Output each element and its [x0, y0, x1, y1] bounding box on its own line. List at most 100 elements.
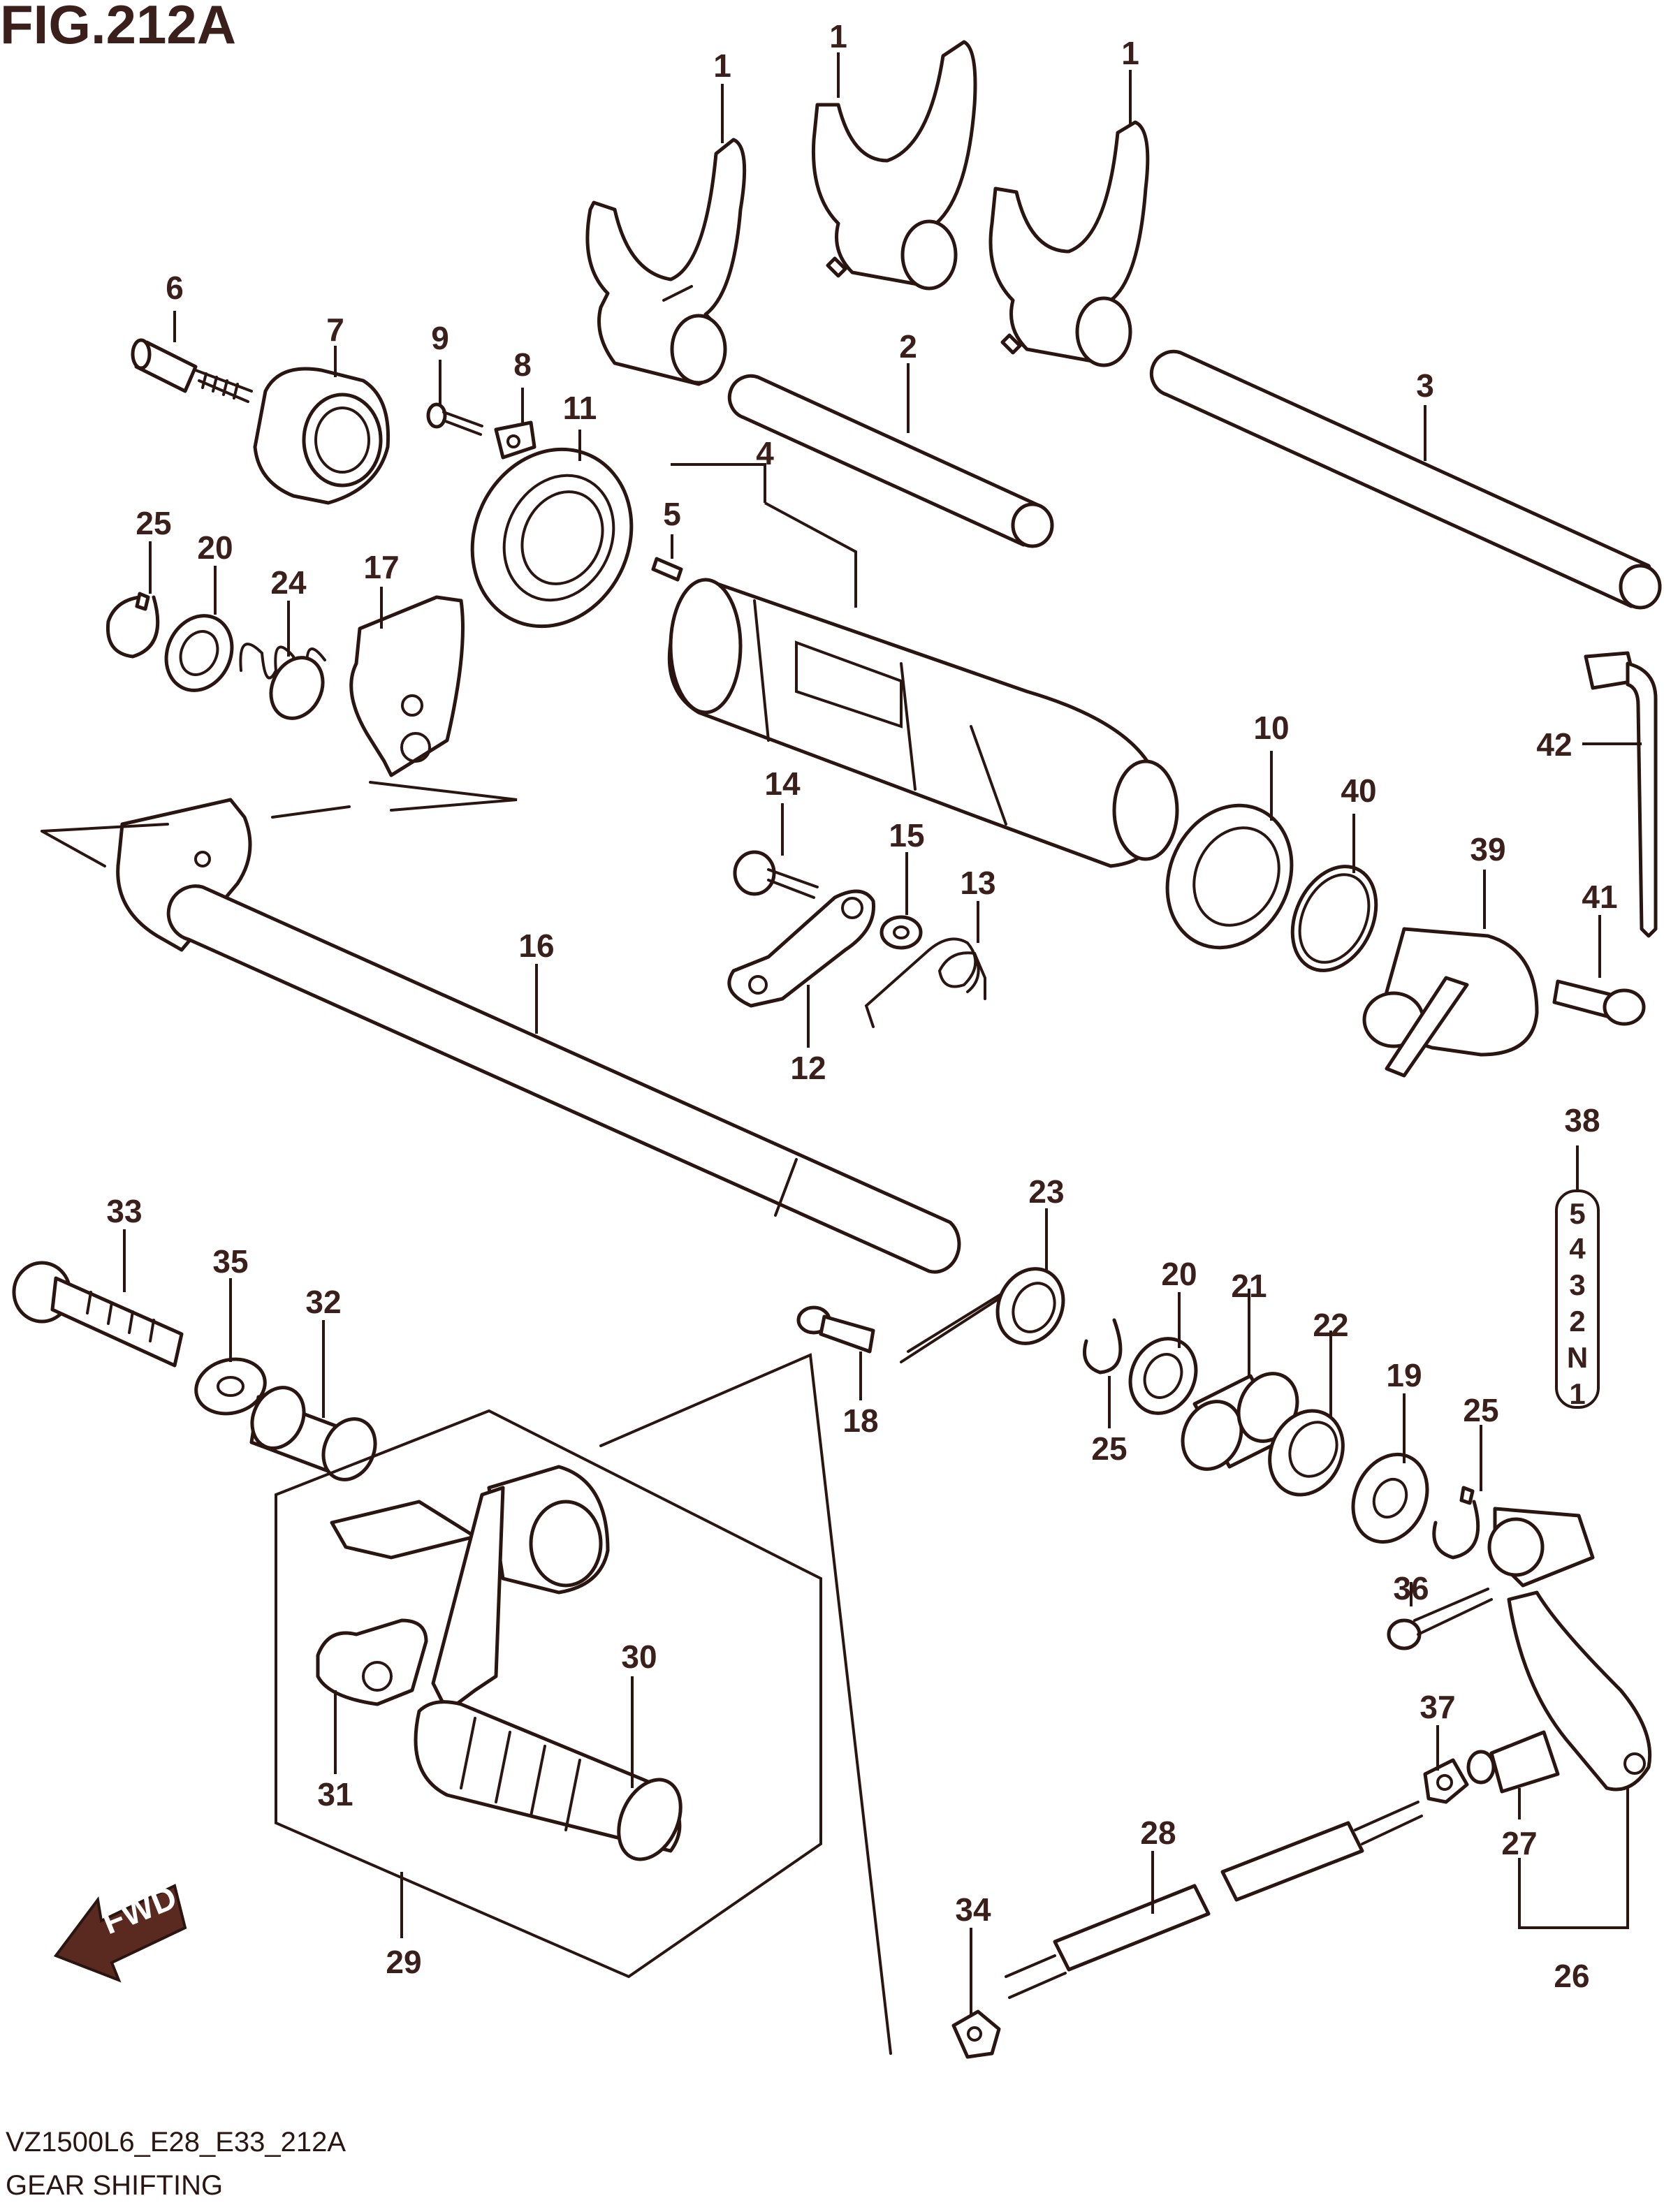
pedal-guide-line: [599, 1353, 892, 2055]
fork-shaft-long: [1149, 349, 1662, 610]
screw-9: [426, 402, 483, 436]
spacer-32: [249, 1386, 377, 1481]
model-code: VZ1500L6_E28_E33_212A: [6, 2127, 346, 2158]
callout-17: 17: [363, 549, 399, 585]
callout-15: 15: [889, 817, 924, 854]
callout-33: 33: [106, 1193, 142, 1229]
callout-41: 41: [1582, 879, 1617, 915]
figure-title: FIG.212A: [0, 0, 236, 55]
spring-24: [239, 643, 326, 720]
callout-39: 39: [1470, 831, 1505, 867]
callout-16: 16: [518, 928, 554, 964]
callout-37: 37: [1419, 1689, 1455, 1725]
gear-pos-3: 3: [1569, 1268, 1585, 1301]
circlip-25-mid: [1083, 1318, 1123, 1375]
nut-34: [951, 2009, 1001, 2059]
callout-29: 29: [386, 1944, 421, 1980]
gear-position-sensor: [1362, 927, 1539, 1078]
callout-25: 25: [1091, 1430, 1127, 1467]
cam-stopper-arm-12: [727, 889, 875, 1008]
callout-22: 22: [1313, 1307, 1348, 1343]
shift-plate-17: [349, 595, 465, 777]
shift-lever-26: [1487, 1507, 1652, 1792]
callout-1: 1: [713, 47, 731, 84]
callout-20: 20: [197, 529, 233, 566]
pedal-rubber-30: [414, 1700, 683, 1861]
shift-rod-28: [1005, 1801, 1423, 1999]
callout-25: 25: [1463, 1392, 1498, 1428]
gearshift-cam: [667, 578, 1179, 868]
callout-14: 14: [764, 766, 801, 802]
pin-5: [651, 557, 683, 582]
callout-1: 1: [1121, 35, 1139, 71]
callout-6: 6: [166, 270, 184, 306]
bearing-10: [1165, 803, 1294, 950]
callout-19: 19: [1386, 1357, 1422, 1393]
callout-9: 9: [431, 320, 449, 356]
bearing-21: [1181, 1372, 1299, 1471]
callout-12: 12: [790, 1050, 826, 1086]
callout-34: 34: [955, 1891, 991, 1928]
bolt-41: [1552, 979, 1646, 1026]
callout-30: 30: [621, 1639, 657, 1675]
gearshift-shaft: [116, 798, 961, 1274]
gearshift-pedal: [330, 1465, 610, 1713]
guide-line-16: [41, 805, 351, 867]
callout-5: 5: [663, 496, 681, 532]
callout-7: 7: [326, 312, 344, 348]
washer-35: [194, 1357, 267, 1416]
rod-end-27: [1466, 1730, 1560, 1794]
callout-21: 21: [1231, 1268, 1267, 1304]
shift-fork-left: [585, 138, 747, 386]
circlip-25-low: [1432, 1486, 1480, 1560]
washer-19: [1351, 1452, 1429, 1544]
o-ring-40: [1290, 865, 1378, 972]
callout-40: 40: [1341, 772, 1376, 809]
callout-1: 1: [829, 18, 847, 54]
callout-labels: 1 1 1 2 3 4 5 6 7 8 9 10 11 12 13 14 15 …: [106, 18, 1617, 1994]
gear-pos-n: N: [1567, 1341, 1588, 1374]
nut-37: [1423, 1758, 1469, 1804]
diagram-caption: GEAR SHIFTING: [6, 2170, 223, 2201]
gear-pos-2: 2: [1569, 1305, 1585, 1338]
callout-8: 8: [513, 346, 532, 383]
plate-8: [494, 420, 537, 460]
callout-28: 28: [1140, 1815, 1176, 1851]
callout-2: 2: [899, 328, 917, 365]
washer-15: [880, 915, 923, 950]
callout-24: 24: [270, 564, 307, 601]
bushing-22: [1268, 1409, 1345, 1497]
callout-3: 3: [1416, 367, 1434, 404]
forward-direction-arrow: FWD: [53, 1879, 187, 1983]
bolt-36: [1387, 1588, 1493, 1650]
cam-stopper-housing: [253, 367, 391, 505]
callout-27: 27: [1501, 1825, 1537, 1861]
bolt-33: [12, 1261, 184, 1368]
guide-line-17: [369, 781, 518, 812]
callout-4: 4: [756, 435, 774, 471]
wire-clamp-42: [1584, 651, 1658, 938]
joint-31: [316, 1618, 428, 1706]
pedal-assembly-box: [275, 1409, 822, 1979]
bearing-11: [470, 447, 634, 629]
washer-20-top: [164, 614, 234, 692]
gear-pos-5: 5: [1569, 1197, 1585, 1230]
callout-42: 42: [1536, 726, 1572, 763]
fork-shaft-short: [727, 374, 1054, 548]
shift-fork-center: [811, 40, 977, 291]
spring-13: [864, 937, 986, 1028]
callout-35: 35: [212, 1243, 248, 1280]
circlip-25-top: [105, 592, 160, 659]
shift-fork-right: [988, 120, 1150, 367]
callout-20: 20: [1161, 1256, 1197, 1292]
callout-10: 10: [1253, 710, 1289, 746]
callout-26: 26: [1554, 1958, 1589, 1994]
return-spring-23: [900, 1267, 1065, 1363]
callout-13: 13: [960, 865, 995, 901]
bolt-14: [733, 850, 819, 899]
callout-11: 11: [563, 390, 597, 426]
pin-18: [796, 1305, 875, 1354]
gear-pos-4: 4: [1569, 1232, 1586, 1265]
